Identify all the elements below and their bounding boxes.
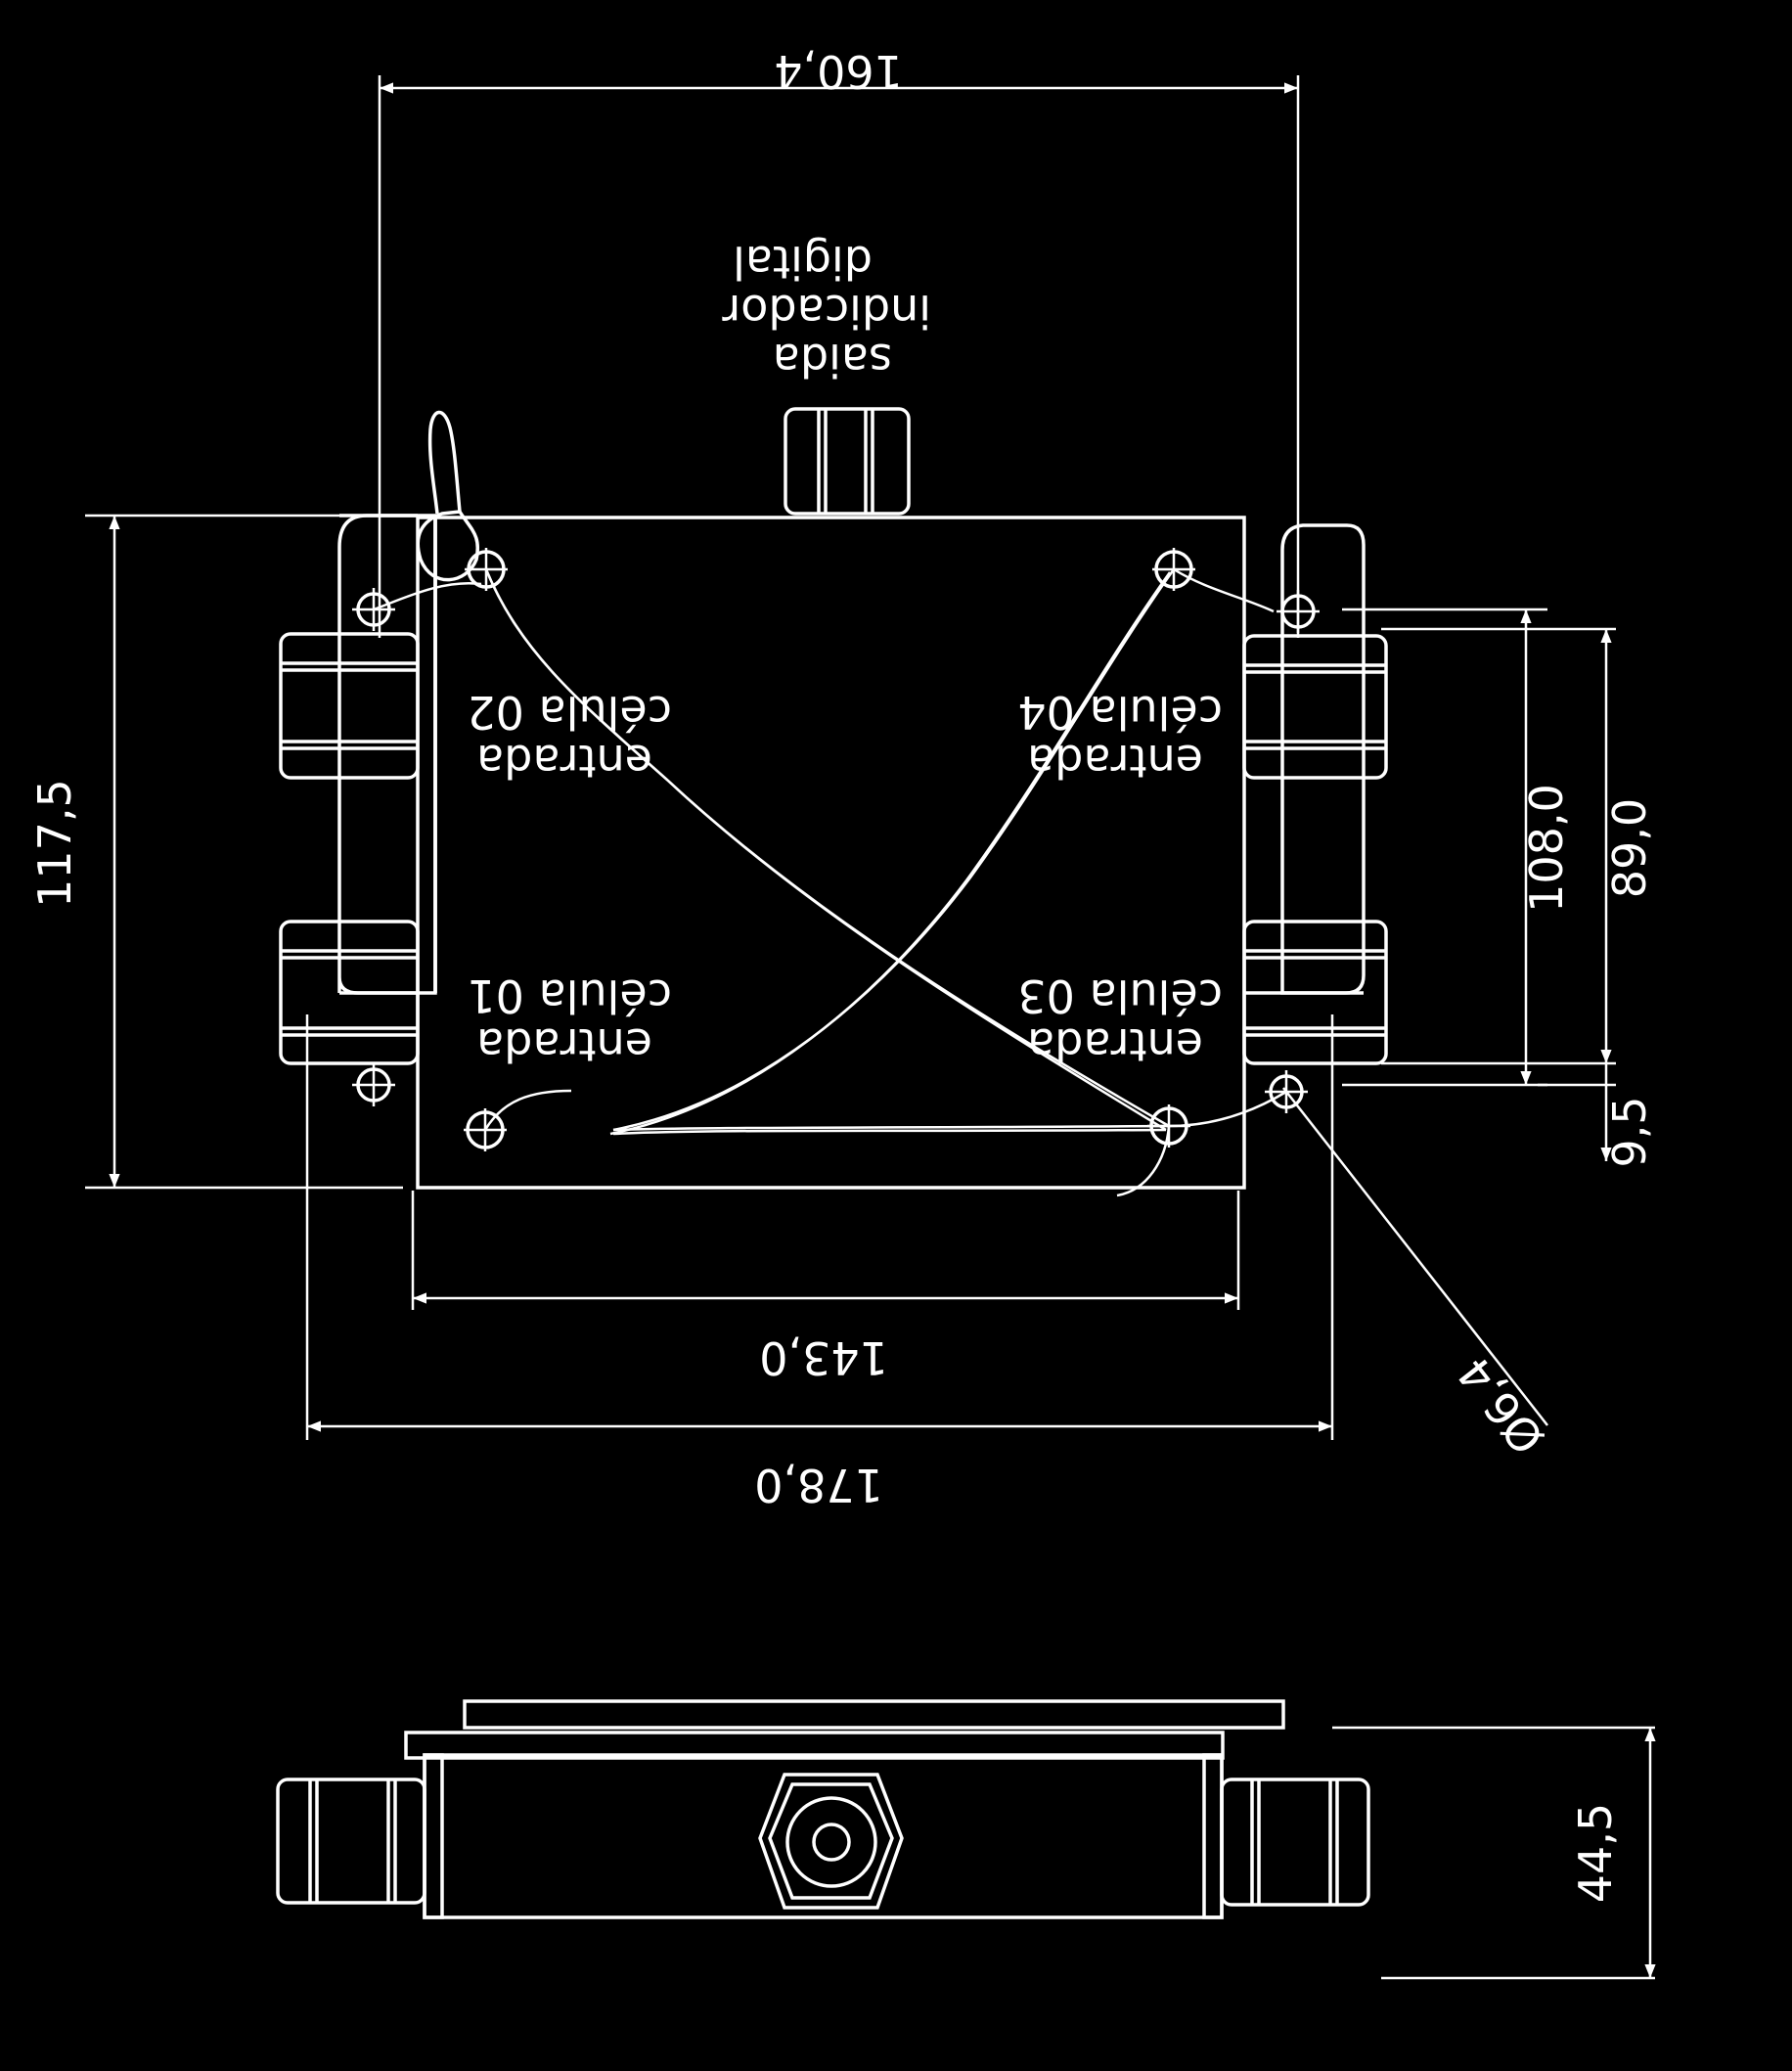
cable-gland-icon xyxy=(279,920,420,1065)
side-base-plate-top xyxy=(463,1699,1285,1730)
cable-gland-icon xyxy=(1242,920,1388,1065)
svg-text:entrada: entrada xyxy=(1027,1018,1203,1071)
label-cell-04: entrada célula 04 xyxy=(1017,686,1223,788)
dim-side-height: 44,5 xyxy=(1569,1803,1622,1903)
side-view: 44,5 xyxy=(276,1699,1656,1980)
wiring xyxy=(373,567,1287,1197)
svg-text:indicador: indicador xyxy=(722,285,931,338)
dim-base-width: 178,0 xyxy=(754,1459,883,1511)
hanging-tag-icon xyxy=(416,410,479,582)
svg-text:saida: saida xyxy=(773,334,892,386)
top-view: 160,4 178,0 143,0 117,5 108,0 89,0 9,5 Ø… xyxy=(28,45,1656,1511)
dim-gland-pitch: 89,0 xyxy=(1603,798,1656,898)
svg-text:digital: digital xyxy=(733,236,873,289)
svg-text:célula 01: célula 01 xyxy=(467,969,672,1022)
side-base-plate-bottom xyxy=(404,1731,1225,1760)
dim-hole-diameter: Ø6,4 xyxy=(1447,1347,1554,1463)
svg-text:célula 02: célula 02 xyxy=(467,686,672,739)
svg-text:entrada: entrada xyxy=(476,735,652,788)
dim-hole-offset: 9,5 xyxy=(1603,1096,1656,1167)
mounting-hole-icon xyxy=(352,1063,395,1106)
hex-nut-icon xyxy=(758,1773,904,1910)
cable-gland-icon xyxy=(279,632,420,780)
cable-gland-icon xyxy=(784,407,911,516)
dim-hole-vertical: 108,0 xyxy=(1520,784,1573,913)
label-cell-01: entrada célula 01 xyxy=(467,969,672,1071)
cable-gland-icon xyxy=(276,1778,426,1905)
dim-body-width: 143,0 xyxy=(759,1331,888,1384)
svg-text:célula 04: célula 04 xyxy=(1017,686,1223,739)
svg-text:entrada: entrada xyxy=(476,1018,652,1071)
dimension-lines xyxy=(85,75,1616,1440)
label-cell-02: entrada célula 02 xyxy=(467,686,672,788)
svg-text:entrada: entrada xyxy=(1027,735,1203,788)
dim-hole-span: 160,4 xyxy=(774,45,903,98)
cable-gland-icon xyxy=(1220,1778,1370,1907)
label-cell-03: entrada célula 03 xyxy=(1017,969,1223,1071)
enclosure-body xyxy=(416,516,1246,1190)
svg-text:célula 03: célula 03 xyxy=(1017,969,1223,1022)
dim-base-height: 117,5 xyxy=(28,779,81,908)
label-output: saida indicador digital xyxy=(722,236,931,386)
cable-gland-icon xyxy=(1242,634,1388,780)
side-body xyxy=(423,1753,1224,1919)
